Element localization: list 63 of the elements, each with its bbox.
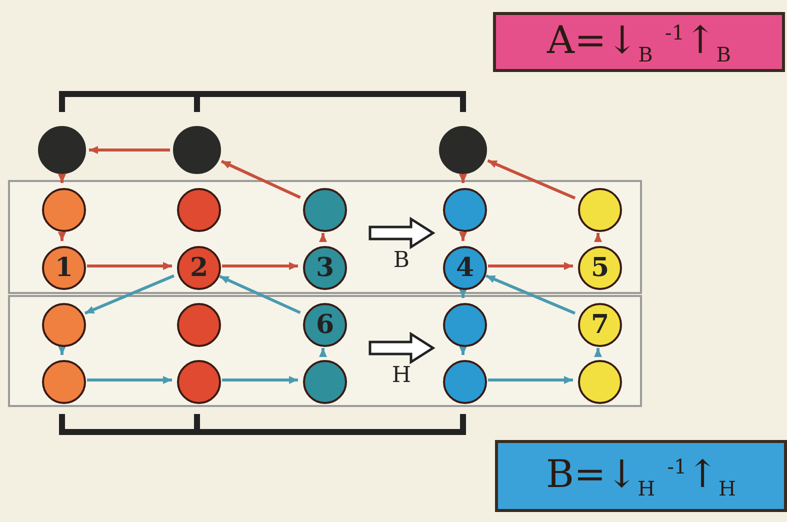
arrow <box>488 262 573 270</box>
ball <box>443 188 487 232</box>
ball <box>177 188 221 232</box>
ball-number: 7 <box>590 312 610 338</box>
ball-number: 4 <box>456 255 474 281</box>
ball <box>443 360 487 404</box>
arrow <box>84 274 175 315</box>
formula-box <box>493 12 785 72</box>
band <box>8 295 642 407</box>
ball-number: 6 <box>316 312 334 338</box>
numbered-ball <box>303 303 347 347</box>
arrow <box>488 376 573 384</box>
ball <box>42 360 86 404</box>
numbered-ball <box>177 246 221 290</box>
ball-number: 3 <box>316 255 334 281</box>
arrow <box>220 160 301 199</box>
numbered-ball <box>578 303 622 347</box>
arrow <box>58 232 66 241</box>
block-arrow <box>368 332 436 364</box>
edge-label: В <box>393 248 410 273</box>
numbered-ball <box>578 246 622 290</box>
arrow <box>459 174 467 183</box>
ball <box>578 360 622 404</box>
ball <box>173 126 221 174</box>
arrow <box>89 146 170 154</box>
arrow <box>319 348 327 357</box>
arrow <box>219 274 301 314</box>
ball-number: 1 <box>54 255 74 281</box>
arrow <box>594 348 602 357</box>
block-arrow <box>368 216 436 250</box>
formula-box <box>495 440 787 512</box>
arrow <box>459 346 467 355</box>
ball <box>38 126 86 174</box>
ball <box>177 303 221 347</box>
arrow <box>87 376 172 384</box>
numbered-ball <box>443 246 487 290</box>
ball <box>42 303 86 347</box>
arrow <box>485 274 576 315</box>
ball <box>443 303 487 347</box>
ball <box>303 188 347 232</box>
formula-text: A=↓$_{В}$ $^{-1}$↑$_{В}$ <box>547 18 731 66</box>
arrow <box>58 346 66 355</box>
formula-text: B=↓$_{Н}$ $^{-1}$↑$_{Н}$ <box>546 452 736 500</box>
arrow <box>58 174 66 183</box>
ball <box>177 360 221 404</box>
ball <box>42 188 86 232</box>
band <box>8 180 642 294</box>
edge-label: Н <box>392 363 412 388</box>
arrow <box>319 233 327 242</box>
ball <box>303 360 347 404</box>
numbered-ball <box>42 246 86 290</box>
arrow <box>459 289 467 298</box>
arrow <box>459 232 467 241</box>
arrow <box>487 159 576 200</box>
ball <box>578 188 622 232</box>
arrow <box>222 376 298 384</box>
ball-number: 5 <box>590 255 610 281</box>
ball <box>439 126 487 174</box>
ball-number: 2 <box>190 255 208 281</box>
arrow <box>87 262 172 270</box>
numbered-ball <box>303 246 347 290</box>
arrow <box>594 233 602 242</box>
arrow <box>222 262 298 270</box>
